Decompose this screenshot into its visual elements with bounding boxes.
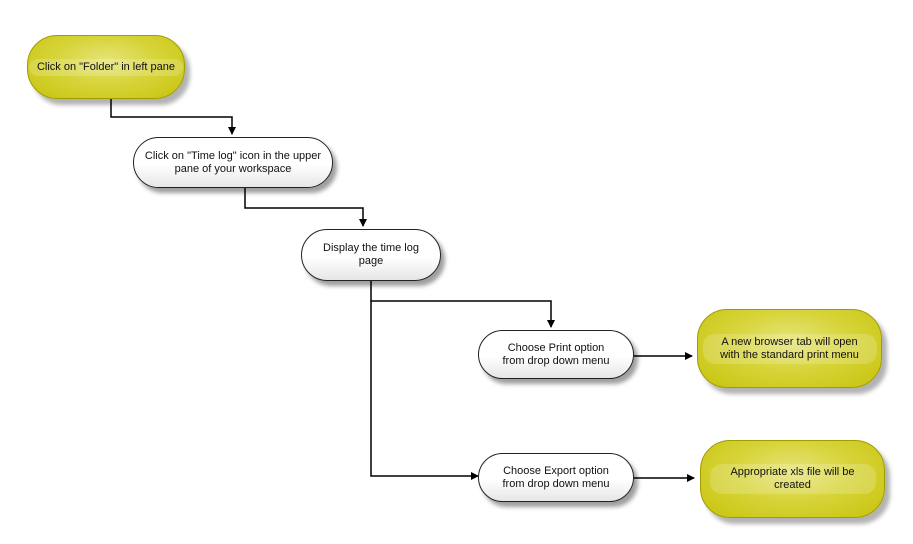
timelog-icon-step-label: Click on "Time log" icon in the upper pa… (144, 149, 322, 175)
print-option-step: Choose Print option from drop down menu (478, 330, 634, 379)
export-result-terminal-node: Appropriate xls file will be created (700, 440, 885, 518)
start-terminal-node: Click on "Folder" in left pane (27, 35, 185, 99)
export-option-step-label: Choose Export option from drop down menu (502, 464, 610, 490)
display-page-step-label: Display the time log page (323, 242, 419, 267)
export-result-terminal-label: Appropriate xls file will be created (709, 464, 876, 494)
print-result-terminal-node: A new browser tab will open with the sta… (697, 309, 882, 388)
connector-timelog-to-display (244, 188, 367, 227)
connector-start-to-timelog (110, 99, 236, 135)
timelog-icon-step: Click on "Time log" icon in the upper pa… (133, 137, 333, 188)
connector-display-to-print (370, 281, 555, 328)
display-page-step: Display the time log page (301, 229, 441, 281)
print-option-step-label: Choose Print option from drop down menu (502, 341, 610, 367)
connector-display-to-export (370, 301, 479, 480)
start-terminal-label: Click on "Folder" in left pane (28, 58, 184, 76)
export-option-step: Choose Export option from drop down menu (478, 453, 634, 502)
print-result-terminal-label: A new browser tab will open with the sta… (702, 333, 877, 364)
